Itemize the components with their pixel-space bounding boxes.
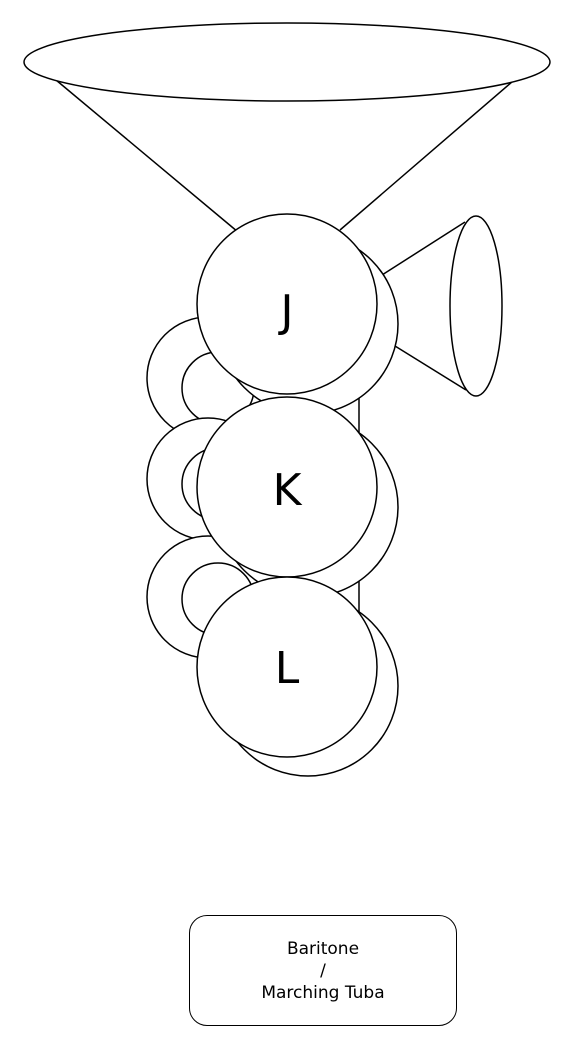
caption-line-3: Marching Tuba (261, 982, 385, 1003)
instrument-caption: Baritone / Marching Tuba (189, 915, 457, 1026)
valve-l-cap (196, 576, 378, 758)
valve-j-label: J (278, 286, 294, 337)
side-bell (381, 215, 503, 397)
valve-j (196, 213, 399, 415)
valve-l (196, 576, 399, 777)
caption-line-2: / (320, 960, 326, 981)
valve-k-label: K (273, 465, 303, 516)
valve-k (196, 396, 399, 598)
caption-line-1: Baritone (286, 938, 360, 959)
valve-j-cap (196, 213, 378, 395)
valve-l-label: L (275, 643, 300, 694)
main-bell (23, 22, 551, 233)
